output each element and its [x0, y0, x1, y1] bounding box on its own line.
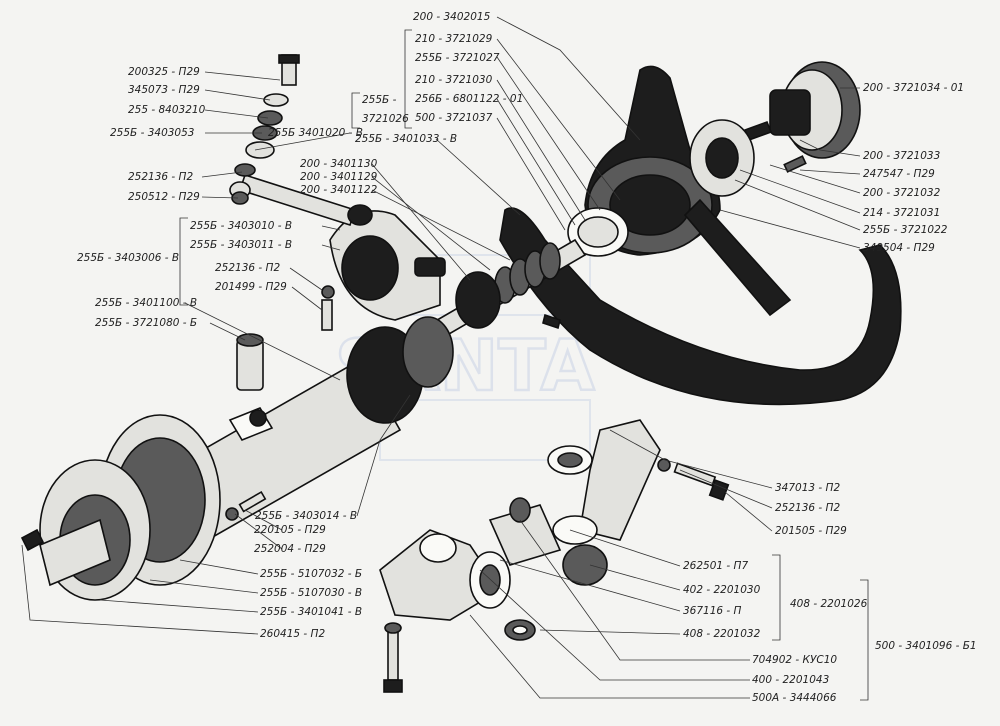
label-500-3721037: 500 - 3721037	[415, 112, 493, 124]
label-210-3721029: 210 - 3721029	[415, 33, 493, 45]
column-clamp	[229, 54, 446, 331]
label-252136-p2-top: 252136 - П2	[128, 171, 193, 183]
label-345073-p29: 345073 - П29	[128, 84, 200, 96]
universal-joint	[379, 419, 730, 693]
label-255b-3401033-v: 255Б - 3401033 - В	[355, 133, 457, 145]
pinch-bolt-upper	[657, 458, 730, 501]
label-200-3402015: 200 - 3402015	[413, 11, 491, 23]
label-214-3721031: 214 - 3721031	[863, 207, 940, 219]
label-250512-p29: 250512 - П29	[128, 191, 200, 203]
label-200-3401130: 200 - 3401130	[300, 158, 378, 170]
label-367116-p: 367116 - П	[683, 605, 742, 617]
label-210-3721030: 210 - 3721030	[415, 74, 493, 86]
label-255b-3721022: 255Б - 3721022	[863, 224, 948, 236]
label-408-2201032: 408 - 2201032	[683, 628, 761, 640]
column-bolt	[225, 490, 267, 521]
label-255b-3721080-b: 255Б - 3721080 - Б	[95, 317, 197, 329]
label-brackets	[179, 29, 869, 701]
label-200-3401129: 200 - 3401129	[300, 171, 378, 183]
label-255b-3403010-v: 255Б - 3403010 - В	[190, 220, 292, 232]
label-255b-3403011-v: 255Б - 3403011 - В	[190, 239, 292, 251]
leader-lines	[21, 16, 861, 699]
label-252004-p29: 252004 - П29	[254, 543, 326, 555]
label-260415-p2: 260415 - П2	[260, 628, 325, 640]
label-201499-p29: 201499 - П29	[215, 281, 287, 293]
label-255b-3403006-v: 255Б - 3403006 - В	[77, 252, 179, 264]
pinch-bolt-lower	[383, 622, 403, 693]
label-200-3401122: 200 - 3401122	[300, 184, 378, 196]
clamp-bolt-stack	[231, 54, 300, 205]
label-201505-p29: 201505 - П29	[775, 525, 847, 537]
label-255b-3401100-v: 255Б - 3401100 - В	[95, 297, 197, 309]
label-255b-3401020-v: 255Б 3401020 - В	[268, 127, 363, 139]
sleeve	[236, 333, 264, 391]
label-704902-k: 704902 - КУС10	[752, 654, 837, 666]
label-255b-3403014-v: 255Б - 3403014 - В	[255, 510, 357, 522]
label-500-3401096-b1: 500 - 3401096 - Б1	[875, 640, 977, 652]
steering-wheel	[499, 65, 902, 406]
label-500a-3444066: 500А - 3444066	[752, 692, 837, 704]
label-347013-p2: 347013 - П2	[775, 482, 840, 494]
label-255b-5107030-v: 255Б - 5107030 - В	[260, 587, 362, 599]
label-200325-p29: 200325 - П29	[128, 66, 200, 78]
label-255b-3721027: 255Б - 3721027	[415, 52, 500, 64]
label-252136-p2-right: 252136 - П2	[775, 502, 840, 514]
label-200-3721032: 200 - 3721032	[863, 187, 941, 199]
label-255b-5107032-b: 255Б - 5107032 - Б	[260, 568, 362, 580]
label-255b-3721026-bottom: 3721026	[362, 113, 409, 125]
part-labels: 200 - 3402015 210 - 3721029 255Б - 37210…	[77, 11, 977, 704]
steering-shaft	[418, 238, 587, 347]
label-255-8403210: 255 - 8403210	[128, 104, 206, 116]
label-200-3721034-01: 200 - 3721034 - 01	[863, 82, 964, 94]
label-402-2201030: 402 - 2201030	[683, 584, 761, 596]
lower-flange	[20, 414, 221, 601]
horn-button-assembly	[689, 61, 861, 197]
label-220105-p29: 220105 - П29	[254, 524, 326, 536]
label-349504-p29: 349504 - П29	[863, 242, 935, 254]
label-262501-p7: 262501 - П7	[683, 560, 748, 572]
label-408-2201026: 408 - 2201026	[790, 598, 868, 610]
label-255b-3403053: 255Б - 3403053	[110, 127, 194, 139]
label-200-3721033: 200 - 3721033	[863, 150, 940, 162]
label-255b-3401041-v: 255Б - 3401041 - В	[260, 606, 362, 618]
label-255b-3721026-top: 255Б -	[362, 94, 397, 106]
shaft-spring	[494, 242, 561, 304]
label-247547-p29: 247547 - П29	[863, 168, 935, 180]
label-400-2201043: 400 - 2201043	[752, 674, 829, 686]
label-256b-6801122-01: 256Б - 6801122 - 01	[415, 93, 523, 105]
label-252136-p2-mid: 252136 - П2	[215, 262, 280, 274]
